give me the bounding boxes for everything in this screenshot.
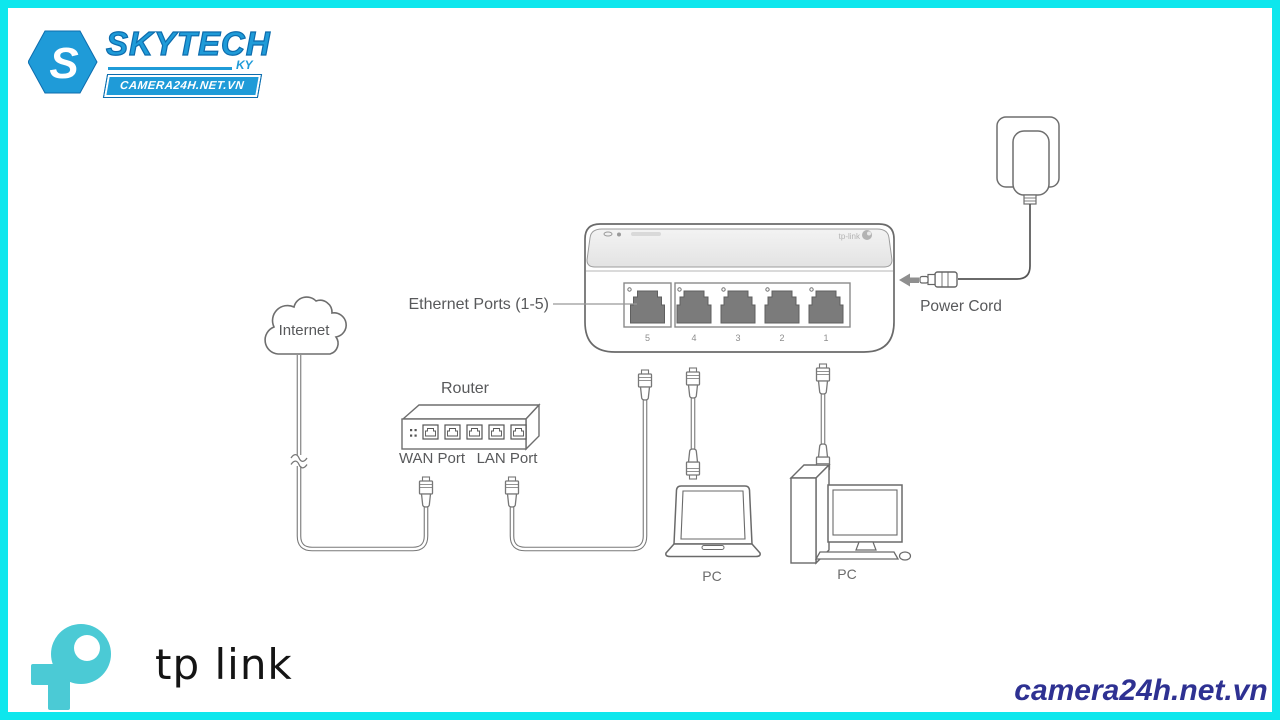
rj45-connector-icon bbox=[685, 448, 701, 480]
desktop-icon bbox=[789, 463, 912, 565]
power-cord-wire bbox=[958, 204, 1031, 280]
router-ports bbox=[422, 424, 527, 440]
switch-port-jacks bbox=[630, 290, 844, 324]
network-diagram: tp-link 5 4 bbox=[264, 116, 1060, 565]
switch-port-leds bbox=[627, 287, 814, 292]
rj45-connector-icon bbox=[637, 369, 653, 401]
cable-internet-to-wan bbox=[290, 355, 429, 552]
lan-port-label: LAN Port bbox=[476, 450, 538, 467]
internet-label: Internet bbox=[278, 322, 330, 339]
ethernet-ports-label: Ethernet Ports (1-5) bbox=[408, 296, 550, 313]
mouse-icon bbox=[898, 551, 912, 561]
port-number-4: 4 bbox=[691, 333, 696, 343]
port-number-1: 1 bbox=[823, 333, 828, 343]
rj45-connector-icon bbox=[418, 476, 434, 508]
switch-led-marks bbox=[603, 231, 661, 237]
switch-port-numbers: 5 4 3 2 1 bbox=[645, 333, 829, 343]
port-number-5: 5 bbox=[645, 333, 650, 343]
desktop-pc-label: PC bbox=[837, 566, 857, 582]
port-number-3: 3 bbox=[735, 333, 740, 343]
wan-port-label: WAN Port bbox=[398, 450, 466, 467]
skytech-logo: S SKYTECH KY CAMERA24H.NET.VN bbox=[8, 8, 288, 108]
laptop-icon bbox=[665, 485, 761, 558]
switch-tplink-mark-icon: tp-link bbox=[839, 230, 872, 241]
laptop-pc-label: PC bbox=[702, 568, 722, 584]
router-label: Router bbox=[440, 380, 490, 397]
tplink-wordmark: tp link bbox=[155, 640, 293, 689]
switch-top-face bbox=[586, 228, 893, 268]
router-led-dots bbox=[410, 429, 417, 437]
switch-device: tp-link 5 4 bbox=[553, 223, 895, 353]
internet-cloud-icon bbox=[264, 296, 347, 355]
skytech-sub-brand: KY bbox=[236, 58, 253, 72]
cable-lan-to-switch bbox=[509, 400, 648, 552]
keyboard-icon bbox=[814, 551, 900, 560]
skytech-underline bbox=[108, 67, 232, 70]
cable-break bbox=[291, 455, 307, 466]
port-number-2: 2 bbox=[779, 333, 784, 343]
power-plug-icon bbox=[919, 271, 958, 288]
router-icon bbox=[401, 403, 541, 451]
skytech-brand-text: SKYTECH bbox=[105, 24, 271, 62]
power-adapter-icon bbox=[899, 116, 1060, 288]
skytech-hexagon-icon: S bbox=[28, 30, 98, 94]
svg-text:tp-link: tp-link bbox=[839, 232, 861, 241]
rj45-connector-icon bbox=[815, 363, 831, 395]
skytech-monogram: S bbox=[49, 39, 78, 88]
rj45-connector-icon bbox=[504, 476, 520, 508]
rj45-connector-icon bbox=[685, 367, 701, 399]
power-cord-label: Power Cord bbox=[920, 298, 1002, 315]
arrow-left-icon bbox=[899, 273, 919, 287]
website-text: camera24h.net.vn bbox=[1014, 674, 1268, 707]
tplink-logo-icon bbox=[31, 624, 111, 710]
